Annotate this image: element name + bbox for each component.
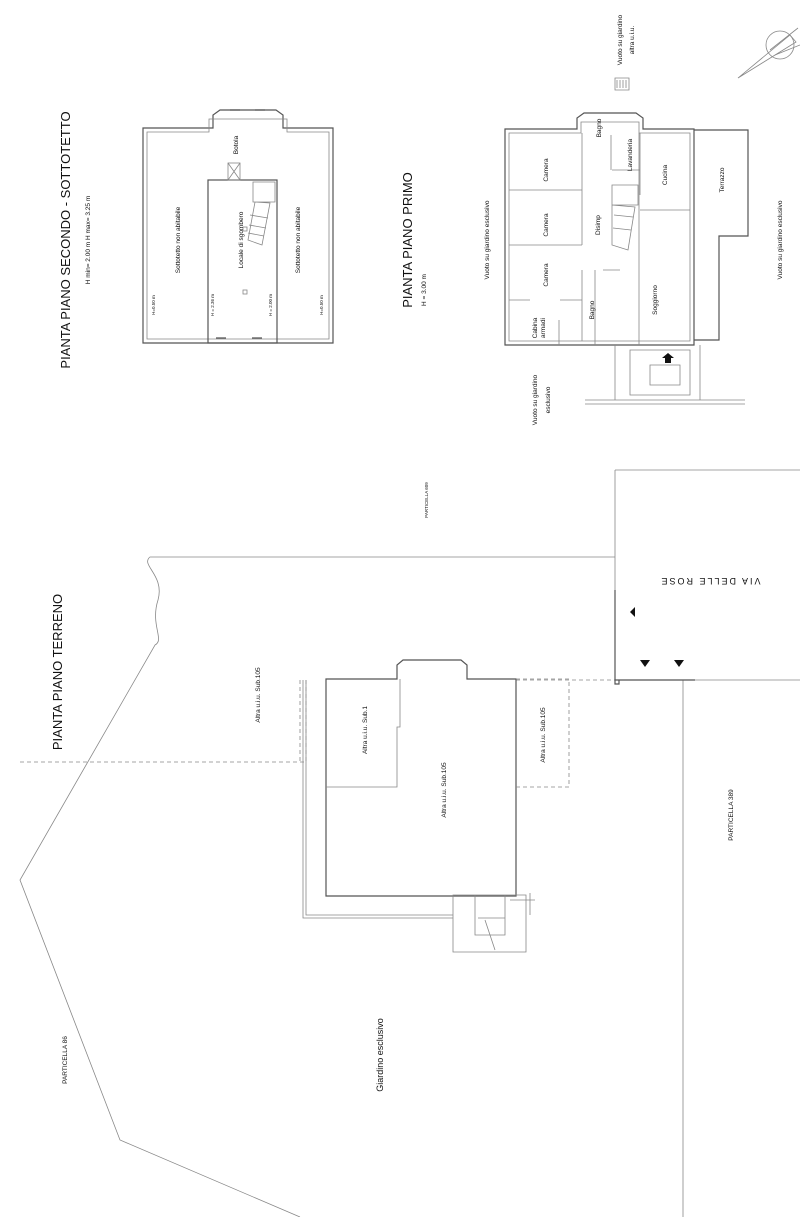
room-label-sottotetto-right: Sottotetto non abitabile	[295, 206, 302, 273]
room-label: Camera	[543, 263, 550, 287]
vuoto-label: Vuoto su giardino esclusivo	[484, 200, 491, 279]
entrance-arrow-icon	[662, 353, 674, 363]
room-label: Bagno	[589, 300, 596, 319]
unit-label: Altra u.i.u. Sub.1	[362, 706, 369, 754]
room-label: Camera	[543, 158, 550, 182]
attic-title: PIANTA PIANO SECONDO - SOTTOTETTO	[58, 111, 73, 368]
room-label: Cucina	[662, 164, 669, 185]
room-label: Lavanderia	[627, 139, 634, 172]
room-label: Disimp	[595, 215, 602, 235]
room-label: Bagno	[596, 118, 603, 137]
room-label: Camera	[543, 213, 550, 237]
vuoto-label: Vuoto su giardino	[532, 374, 539, 425]
unit-label: Altra u.i.u. Sub.105	[540, 707, 547, 763]
first-floor-plan	[504, 77, 749, 405]
height-label: H=0.50 m	[319, 295, 324, 315]
vuoto-label: Vuoto su giardino	[617, 14, 624, 65]
particella-86-label: PARTICELLA 86	[62, 1036, 69, 1084]
attic-plan	[142, 109, 334, 344]
entrance-arrow-icon	[640, 660, 650, 667]
entrance-arrow-icon	[630, 607, 635, 617]
ground-floor-title: PIANTA PIANO TERRENO	[50, 594, 65, 750]
vuoto-label: esclusivo	[545, 386, 552, 413]
room-label: armadi	[540, 318, 547, 338]
particella-389-label: PARTICELLA 389	[728, 789, 735, 841]
vuoto-label: Vuoto su giardino esclusivo	[777, 200, 784, 279]
unit-label: Altra u.i.u. Sub.105	[255, 667, 262, 723]
height-label: H = 2.00 m	[268, 294, 273, 316]
attic-heights: H min= 2.00 m H max= 3.25 m	[85, 196, 92, 285]
entrance-arrow-icon	[674, 660, 684, 667]
unit-label: Altra u.i.u. Sub.105	[441, 762, 448, 818]
first-floor-title: PIANTA PIANO PRIMO	[400, 172, 415, 308]
street-name: VIA DELLE ROSE	[659, 576, 760, 586]
height-label: H = 2.36 m	[210, 294, 215, 316]
first-floor-height: H = 3.00 m	[421, 274, 428, 306]
garden-label: Giardino esclusivo	[375, 1018, 385, 1092]
room-label: Terrazzo	[719, 167, 726, 192]
ground-floor-plan	[19, 469, 800, 1217]
north-arrow-icon	[737, 27, 800, 79]
vuoto-label: altra u.i.u.	[629, 26, 636, 55]
room-label-botola: Botola	[233, 135, 240, 154]
room-label-locale-sgombero: Locale di sgombero	[238, 211, 245, 268]
room-label-sottotetto-left: Sottotetto non abitabile	[175, 206, 182, 273]
room-label: Soggiorno	[652, 285, 659, 315]
height-label: H=0.50 m	[151, 295, 156, 315]
particella-609-label: PARTICELLA 609	[424, 482, 429, 518]
room-label: Cabina	[532, 317, 539, 338]
